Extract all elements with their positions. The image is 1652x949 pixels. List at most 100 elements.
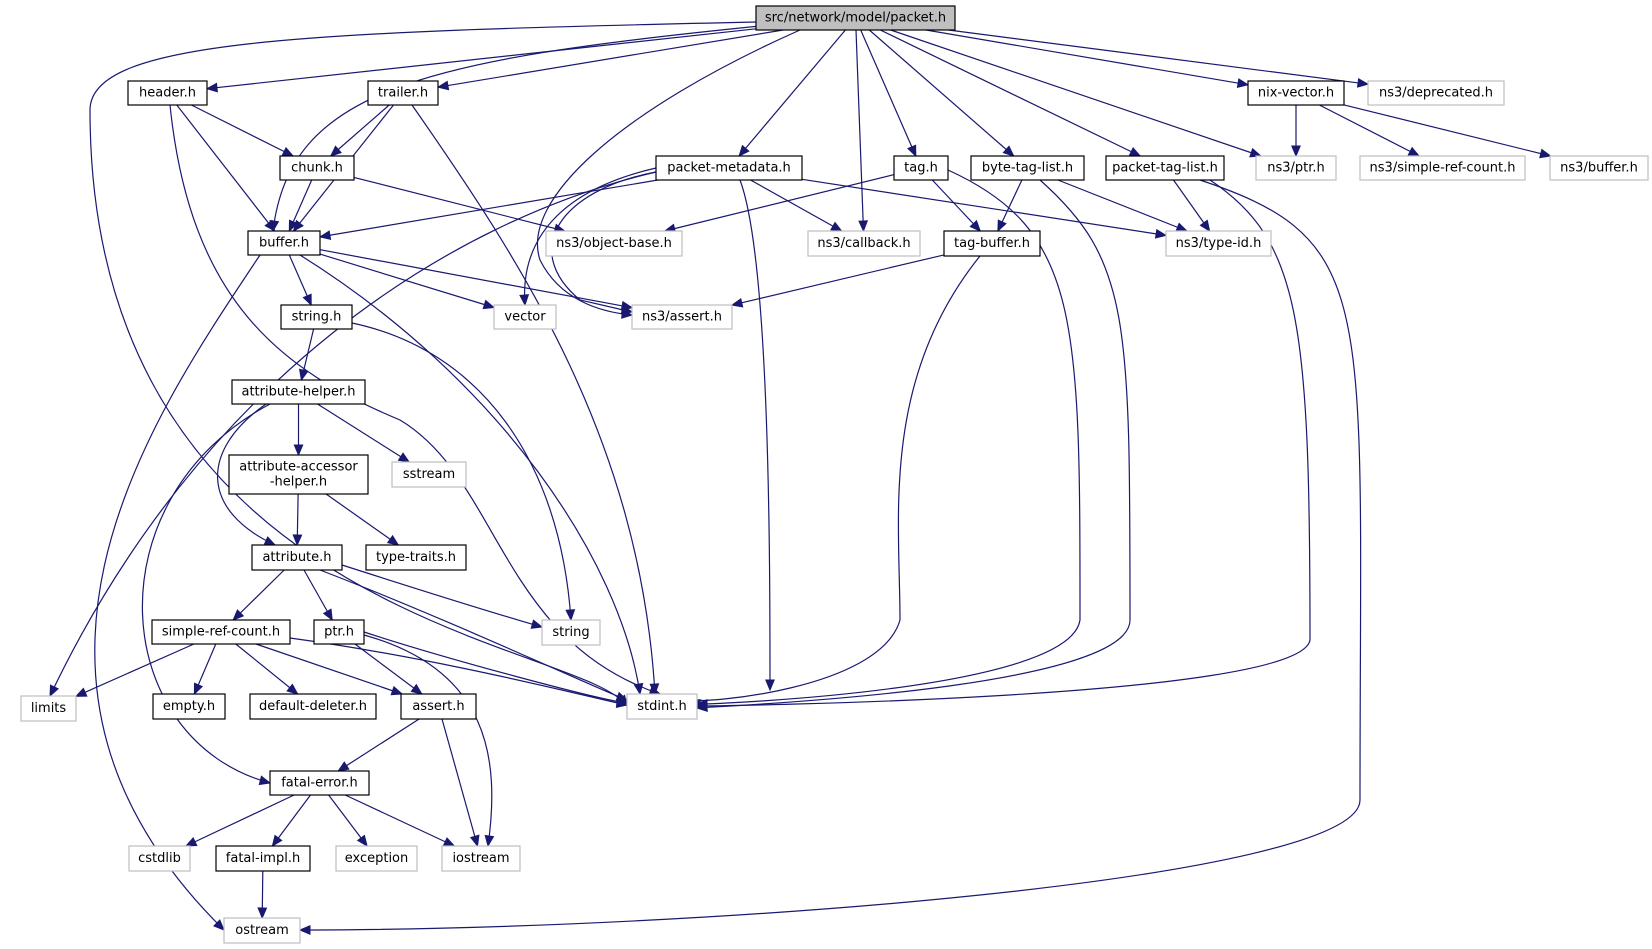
edge-attribute-accessor-helper-h-to-type-traits-h [325,493,400,546]
arrowhead-icon [565,609,576,622]
edge-line [169,104,661,695]
node-fatal-error-h[interactable]: fatal-error.h [269,770,370,796]
node-label: ns3/deprecated.h [1379,86,1493,101]
edge-simple-ref-count-h-to-default-deleter-h [235,643,299,695]
node-tag-h[interactable]: tag.h [893,155,949,181]
node-label: limits [31,701,67,716]
arrowhead-icon [281,146,295,157]
edge-packet-metadata-h-to-vector [519,167,657,307]
node-chunk-h[interactable]: chunk.h [279,155,355,181]
node-attribute-h[interactable]: attribute.h [251,544,343,571]
node-box [269,770,370,796]
node-tag-buffer-h[interactable]: tag-buffer.h [943,230,1041,257]
edge-line [738,29,846,157]
node-box [970,155,1085,181]
node-attribute-accessor-helper-h[interactable]: attribute-accessor-helper.h [228,454,369,495]
edge-line [1343,104,1551,157]
node-trailer-h[interactable]: trailer.h [367,80,439,106]
edge-packet-metadata-h-to-limits [49,171,657,698]
node-assert-h[interactable]: assert.h [400,693,477,720]
node-ns3-type-id-h: ns3/type-id.h [1165,230,1272,257]
edge-buffer-h-to-string-h [288,254,312,307]
node-buffer-h[interactable]: buffer.h [247,230,321,256]
node-box [391,461,467,488]
node-packet-h[interactable]: src/network/model/packet.h [755,5,956,31]
edge-tag-buffer-h-to-stdint-h [688,255,981,709]
arrowhead-icon [1154,228,1168,239]
node-attribute-helper-h[interactable]: attribute-helper.h [231,379,366,405]
node-type-traits-h[interactable]: type-traits.h [365,544,467,571]
node-ns3-assert-h: ns3/assert.h [631,304,733,330]
node-ns3-ptr-h: ns3/ptr.h [1255,155,1337,181]
node-nix-vector-h[interactable]: nix-vector.h [1247,80,1345,106]
arrowhead-icon [49,684,59,698]
node-string-h[interactable]: string.h [280,304,353,330]
arrowhead-icon [356,834,368,848]
node-ptr-h[interactable]: ptr.h [313,619,365,645]
edge-line [696,179,1311,707]
node-ns3-buffer-h: ns3/buffer.h [1549,155,1649,181]
node-fatal-impl-h[interactable]: fatal-impl.h [215,845,311,872]
edge-ptr-h-to-stdint-h [363,631,629,707]
edge-line [141,403,271,784]
node-empty-h[interactable]: empty.h [152,693,226,720]
edge-line [319,179,658,238]
edge-line [75,643,195,697]
node-box [152,693,226,720]
edge-attribute-helper-h-to-sstream [317,403,411,463]
node-label: ns3/type-id.h [1176,236,1262,251]
node-box [631,304,733,330]
arrowhead-icon [1175,222,1189,232]
nodes-layer: src/network/model/packet.h header.h traile… [20,5,1649,944]
node-box [893,155,949,181]
arrowhead-icon [184,837,198,847]
node-label: exception [345,851,409,866]
node-ns3-deprecated-h: ns3/deprecated.h [1367,80,1505,106]
node-packet-tag-list-h[interactable]: packet-tag-list.h [1105,155,1225,181]
arrowhead-icon [530,619,544,629]
arrowhead-icon [322,608,333,622]
edge-packet-tag-list-h-to-stdint-h [695,179,1311,711]
node-box [1105,155,1225,181]
edge-line [344,794,455,847]
arrowhead-icon [695,701,708,711]
edge-string-h-to-string [351,322,576,622]
edge-packet-metadata-h-to-ns3-callback-h [750,179,843,232]
edge-line [354,643,423,695]
node-box [279,155,355,181]
node-box [1549,155,1649,181]
node-default-deleter-h[interactable]: default-deleter.h [249,693,377,720]
edge-line [523,167,657,306]
edge-line [289,637,628,706]
node-box [313,619,365,645]
node-header-h[interactable]: header.h [127,80,208,106]
node-label: ns3/buffer.h [1560,161,1638,176]
edge-nix-vector-h-to-ns3-ptr-h [1291,105,1301,158]
node-byte-tag-list-h[interactable]: byte-tag-list.h [970,155,1085,181]
edge-line [353,176,565,232]
node-sstream: sstream [391,461,467,488]
edge-chunk-h-to-ns3-object-base-h [353,176,567,234]
edge-line [363,634,493,847]
node-simple-ref-count-h[interactable]: simple-ref-count.h [151,619,291,645]
edge-line [351,322,572,621]
edge-line [411,104,656,695]
node-label: attribute.h [262,550,331,565]
edge-line [689,255,981,702]
arrowhead-icon [633,682,644,696]
arrowhead-icon [519,294,530,307]
node-packet-metadata-h[interactable]: packet-metadata.h [655,155,803,181]
node-label: trailer.h [378,86,428,101]
edge-line [441,718,479,847]
edge-line [185,794,295,847]
edge-line [341,564,543,628]
edge-line [325,493,399,546]
edge-packet-metadata-h-to-ns3-type-id-h [801,178,1168,239]
node-label: ostream [235,923,289,938]
arrowhead-icon [264,219,276,233]
edge-line [948,29,1369,85]
node-label: fatal-error.h [281,776,358,791]
arrowhead-icon [205,82,218,93]
edge-attribute-helper-h-to-attribute-accessor-helper-h [293,404,304,457]
arrowhead-icon [263,536,277,546]
